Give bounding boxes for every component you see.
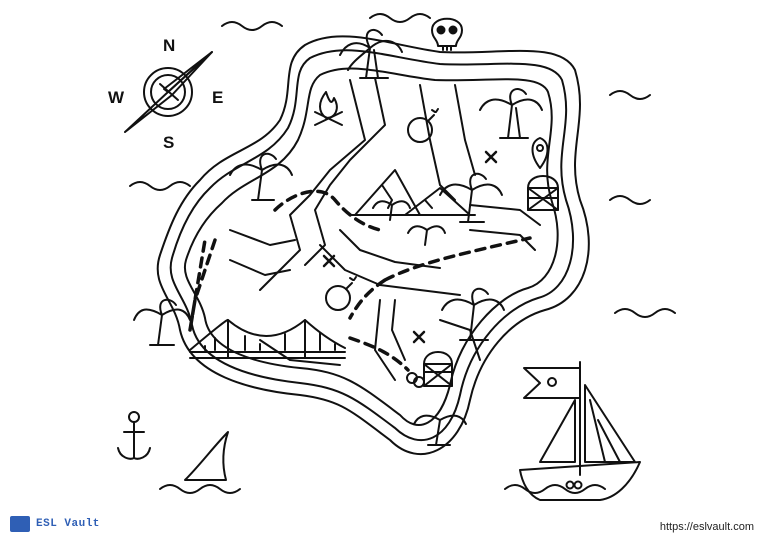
treasure-chest-icon xyxy=(423,351,453,387)
island-maze xyxy=(156,35,590,456)
brand-name: ESL Vault xyxy=(36,518,100,530)
rings-icon xyxy=(406,372,425,388)
wave-icon xyxy=(129,13,676,494)
compass-rose-icon xyxy=(124,51,213,133)
compass-south-label: S xyxy=(163,133,174,152)
compass-north-label: N xyxy=(163,36,175,55)
campfire-icon xyxy=(314,91,343,126)
palm-tree-icon xyxy=(441,287,505,341)
palm-tree-icon xyxy=(439,172,503,223)
palm-tree-icon xyxy=(339,28,403,79)
palm-tree-icon xyxy=(229,152,293,201)
shark-fin-icon xyxy=(184,431,229,481)
footer-brand: ESL Vault xyxy=(10,516,100,532)
compass-west-label: W xyxy=(108,88,125,107)
bomb-icon xyxy=(325,276,357,311)
brand-logo xyxy=(10,516,30,532)
palm-tree-icon xyxy=(479,88,543,139)
footer-url[interactable]: https://eslvault.com xyxy=(659,521,754,533)
bridge-icon xyxy=(189,318,346,359)
palm-tree-icon xyxy=(133,298,191,346)
treasure-chest-icon xyxy=(527,175,559,211)
pirate-ship-icon xyxy=(519,361,641,501)
x-mark-icon xyxy=(322,150,498,344)
compass-east-label: E xyxy=(212,88,223,107)
anchor-icon xyxy=(117,411,151,460)
bomb-icon xyxy=(407,108,439,143)
palm-tree-icon xyxy=(372,200,446,246)
location-pin-icon xyxy=(531,137,549,169)
skull-icon xyxy=(431,17,463,51)
mountain-icon xyxy=(349,169,476,216)
treasure-route xyxy=(188,189,532,372)
palm-tree-icon xyxy=(413,414,467,446)
